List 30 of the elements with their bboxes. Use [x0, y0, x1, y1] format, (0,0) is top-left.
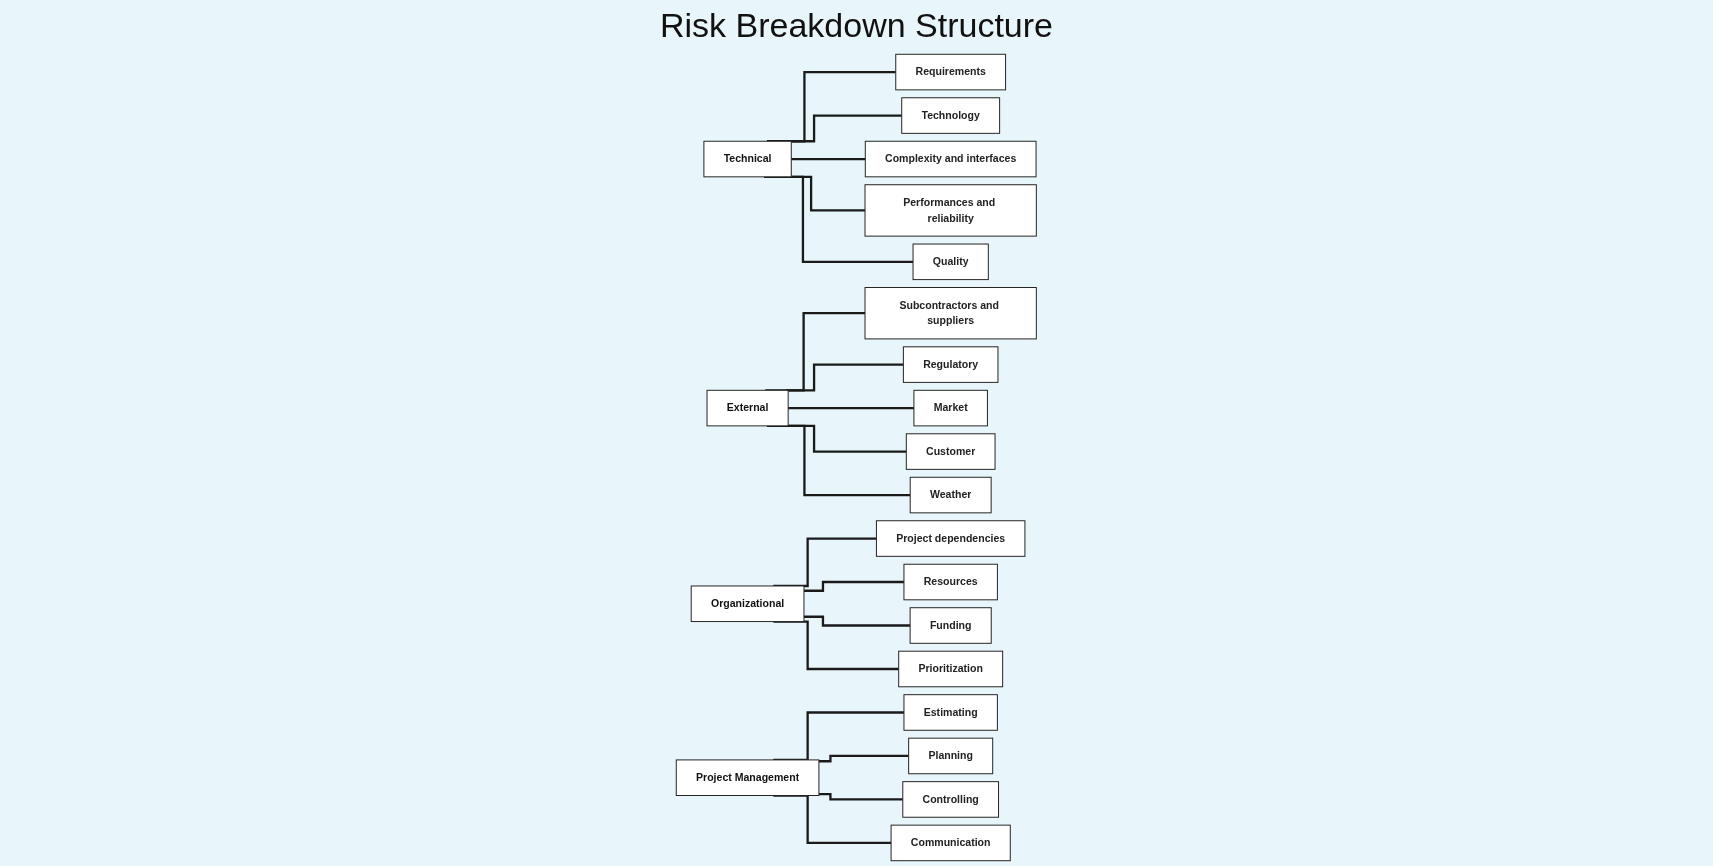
node-box: Weather [909, 476, 992, 514]
connector [791, 157, 866, 161]
node-box: External [706, 389, 789, 427]
node-box: Project Management [675, 759, 820, 796]
node-box: Technical [703, 140, 792, 178]
connector [804, 615, 911, 627]
connector [788, 406, 915, 410]
node-box: Subcontractors and suppliers [864, 287, 1038, 340]
node-box: Resources [903, 563, 999, 601]
node-box: Customer [906, 433, 996, 470]
node-box: Project dependencies [876, 520, 1026, 557]
node-box: Planning [908, 737, 994, 775]
node-box: Estimating [903, 694, 999, 731]
connector [819, 792, 903, 801]
connector [804, 580, 905, 592]
connector [819, 754, 909, 763]
node-box: Organizational [690, 585, 805, 623]
node-box: Communication [890, 824, 1011, 862]
node-box: Performances and reliability [864, 184, 1038, 237]
connector [786, 363, 904, 392]
node-box: Technology [901, 97, 1001, 134]
node-box: Market [913, 389, 989, 427]
node-box: Funding [909, 607, 992, 644]
node-box: Requirements [895, 53, 1007, 91]
node-box: Controlling [902, 781, 1000, 818]
diagram-title: Risk Breakdown Structure [659, 6, 1053, 45]
node-box: Regulatory [903, 346, 999, 383]
node-box: Quality [912, 243, 989, 281]
node-box: Complexity and interfaces [865, 140, 1037, 178]
node-box: Prioritization [898, 650, 1004, 688]
